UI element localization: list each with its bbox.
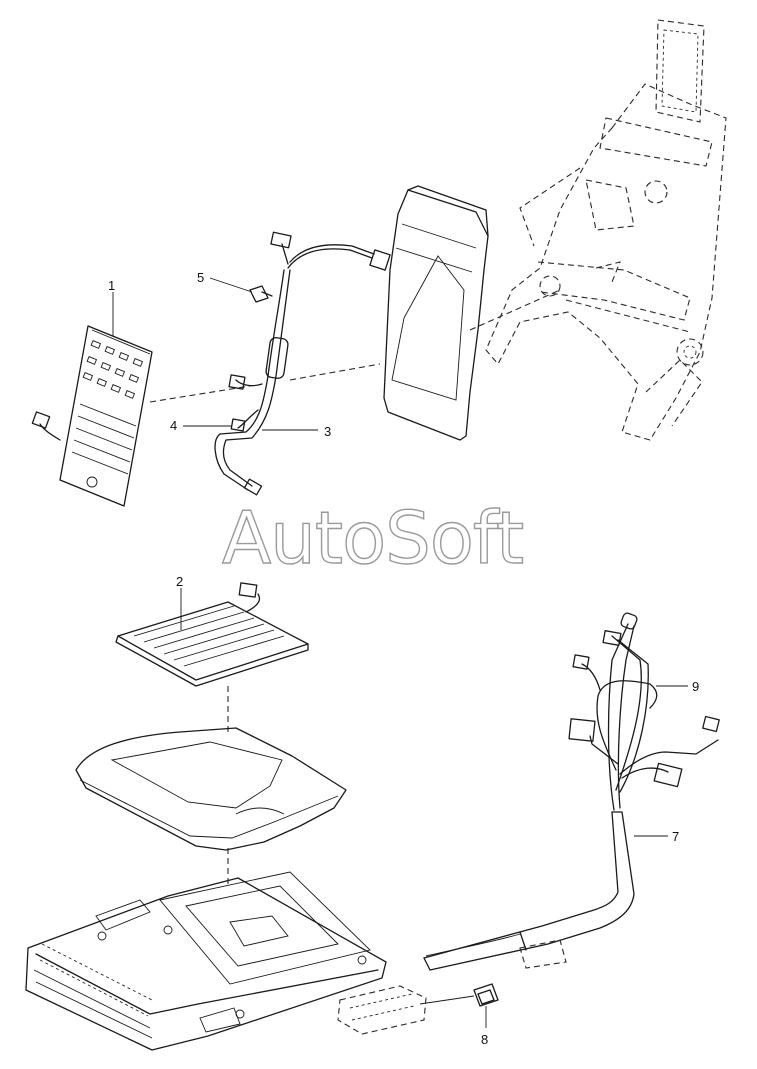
seat-back-frame (485, 19, 727, 441)
heating-pad-vents (82, 340, 144, 399)
seat-wire-harness (423, 612, 720, 971)
callout-3: 3 (324, 424, 331, 439)
harness-connector-block (337, 939, 567, 1035)
watermark-text: AutoSoft (222, 496, 523, 580)
back-wire-harness (214, 231, 391, 496)
callout-2: 2 (176, 574, 183, 589)
back-heating-pad (31, 325, 153, 507)
heater-switch (419, 983, 499, 1007)
callout-5: 5 (197, 270, 204, 285)
callout-9: 9 (692, 679, 699, 694)
wire-clip (249, 285, 273, 303)
alignment-line-back (149, 289, 561, 403)
seat-cushion (75, 727, 347, 851)
seat-heating-pad (115, 582, 309, 687)
callout-8: 8 (481, 1032, 488, 1047)
seat-base-frame (25, 871, 387, 1051)
callout-1: 1 (108, 278, 115, 293)
callout-4: 4 (170, 418, 177, 433)
callout-7: 7 (672, 829, 679, 844)
seat-back-cushion (383, 185, 489, 441)
callout-leaders (112, 277, 688, 1028)
